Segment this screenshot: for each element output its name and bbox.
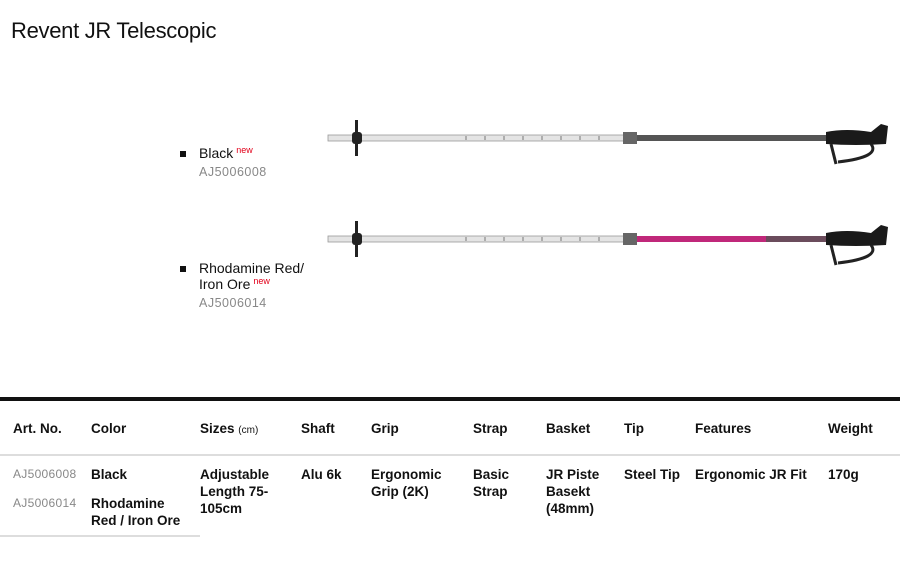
col-tip: Tip xyxy=(624,399,695,456)
variant-art-no: AJ5006008 xyxy=(199,165,267,179)
new-badge: new xyxy=(253,276,270,286)
col-features: Features xyxy=(695,399,828,456)
table-row: AJ5006014 Rhodamine Red / Iron Ore xyxy=(0,483,900,537)
col-color: Color xyxy=(91,399,200,456)
variant-name-line2: Iron Ore xyxy=(199,276,251,292)
spec-table: Art. No. Color Sizes (cm) Shaft Grip Str… xyxy=(0,397,900,537)
pole-image-rhodamine xyxy=(327,221,888,266)
col-strap: Strap xyxy=(473,399,546,456)
page-title: Revent JR Telescopic xyxy=(11,18,217,43)
bullet-icon xyxy=(180,151,186,157)
col-grip: Grip xyxy=(371,399,473,456)
variant-name: Rhodamine Red/ xyxy=(199,260,305,276)
pole-image-black xyxy=(327,120,888,165)
col-art: Art. No. xyxy=(0,399,91,456)
col-weight: Weight xyxy=(828,399,900,456)
col-basket: Basket xyxy=(546,399,624,456)
table-row: AJ5006008 Black Adjustable Length 75-105… xyxy=(13,467,859,516)
col-sizes: Sizes (cm) xyxy=(200,399,301,456)
variant-art-no: AJ5006014 xyxy=(199,296,267,310)
col-shaft: Shaft xyxy=(301,399,371,456)
variant-name: Black xyxy=(199,145,234,161)
new-badge: new xyxy=(236,145,253,155)
bullet-icon xyxy=(180,266,186,272)
